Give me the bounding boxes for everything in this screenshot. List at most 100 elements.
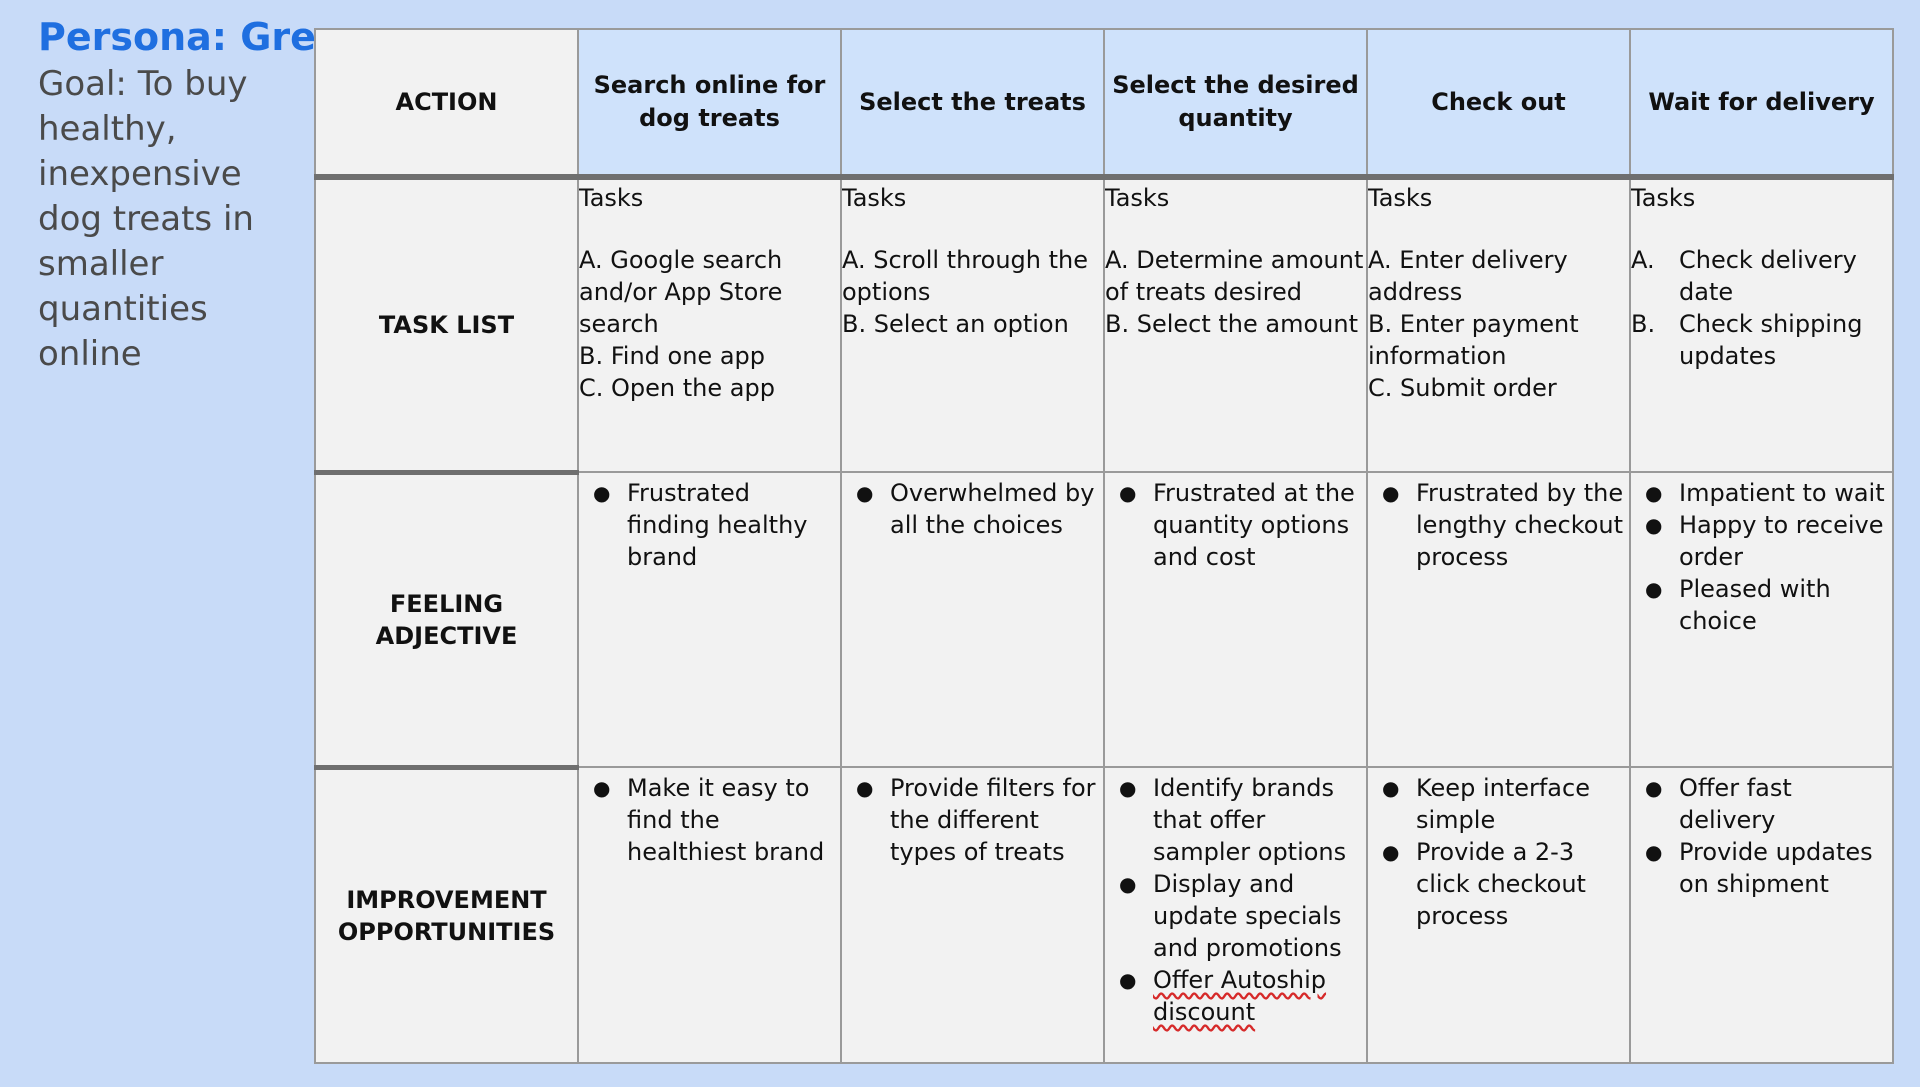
improvement-item: ● Make it easy to find the healthiest bra… bbox=[580, 772, 839, 868]
bullet-icon: ● bbox=[1119, 968, 1137, 992]
stage-header: Wait for delivery bbox=[1629, 28, 1894, 180]
stage-header: Search online for dog treats bbox=[577, 28, 842, 180]
tasks-cell: Tasks A. Google search and/or App Store … bbox=[577, 176, 842, 473]
improvement-text: Keep interface simple bbox=[1416, 774, 1590, 834]
improvement-text: Offer fast delivery bbox=[1679, 774, 1792, 834]
improvement-item: ● Identify brands that offer sampler opti… bbox=[1106, 772, 1365, 868]
bullet-icon: ● bbox=[1645, 481, 1663, 505]
feeling-text: Pleased with choice bbox=[1679, 575, 1831, 635]
bullet-icon: ● bbox=[593, 481, 611, 505]
feeling-cell: ● Frustrated finding healthy brand bbox=[577, 471, 842, 768]
tasks-cell: Tasks A. Determine amount of treats desi… bbox=[1103, 176, 1368, 473]
bullet-icon: ● bbox=[1119, 776, 1137, 800]
tasks-cell: Tasks A. Check delivery date B. Check sh… bbox=[1629, 176, 1894, 473]
task-item: A. Google search and/or App Store search bbox=[579, 246, 783, 338]
task-item: B. Select an option bbox=[842, 310, 1069, 338]
improvement-cell: ● Keep interface simple ● Provide a 2-3 cl… bbox=[1366, 766, 1631, 1064]
improvement-text: Offer Autoship discount bbox=[1153, 966, 1327, 1026]
feeling-text: Impatient to wait bbox=[1679, 479, 1885, 507]
task-list-row: TASK LIST Tasks A. Google search and/or … bbox=[314, 176, 1894, 475]
task-item: A. Enter delivery address bbox=[1368, 246, 1568, 306]
improvement-item: ● Offer fast delivery bbox=[1632, 772, 1891, 836]
bullet-icon: ● bbox=[1645, 776, 1663, 800]
task-item: B. Select the amount bbox=[1105, 310, 1359, 338]
task-list-label: TASK LIST bbox=[314, 176, 579, 475]
improvement-text: Identify brands that offer sampler optio… bbox=[1153, 774, 1347, 866]
tasks-title: Tasks bbox=[842, 184, 907, 212]
bullet-icon: ● bbox=[856, 776, 874, 800]
improvement-text: Make it easy to find the healthiest bran… bbox=[627, 774, 825, 866]
feeling-item: ● Impatient to wait bbox=[1632, 477, 1891, 509]
improvement-text: Provide updates on shipment bbox=[1679, 838, 1873, 898]
tasks-title: Tasks bbox=[1368, 184, 1433, 212]
tasks-title: Tasks bbox=[1631, 184, 1696, 212]
bullet-icon: ● bbox=[1382, 840, 1400, 864]
bullet-icon: ● bbox=[593, 776, 611, 800]
feeling-text: Overwhelmed by all the choices bbox=[890, 479, 1095, 539]
feeling-text: Frustrated by the lengthy checkout proce… bbox=[1416, 479, 1624, 571]
improvement-cell: ● Provide filters for the different types… bbox=[840, 766, 1105, 1064]
improvement-cell: ● Offer fast delivery ● Provide updates on… bbox=[1629, 766, 1894, 1064]
feeling-cell: ● Frustrated by the lengthy checkout proc… bbox=[1366, 471, 1631, 768]
feeling-item: ● Pleased with choice bbox=[1632, 573, 1891, 637]
feeling-item: ● Frustrated at the quantity options and … bbox=[1106, 477, 1365, 573]
feeling-cell: ● Frustrated at the quantity options and … bbox=[1103, 471, 1368, 768]
bullet-icon: ● bbox=[1382, 776, 1400, 800]
bullet-icon: ● bbox=[1382, 481, 1400, 505]
improvement-text: Provide filters for the different types … bbox=[890, 774, 1096, 866]
task-letter: A. bbox=[1631, 246, 1655, 274]
feeling-item: ● Happy to receive order bbox=[1632, 509, 1891, 573]
feeling-text: Happy to receive order bbox=[1679, 511, 1884, 571]
task-item: C. Open the app bbox=[579, 374, 775, 402]
improvement-text: Provide a 2-3 click checkout process bbox=[1416, 838, 1586, 930]
feeling-label: FEELING ADJECTIVE bbox=[314, 471, 579, 770]
improvement-cell: ● Identify brands that offer sampler opti… bbox=[1103, 766, 1368, 1064]
feeling-item: ● Frustrated finding healthy brand bbox=[580, 477, 839, 573]
bullet-icon: ● bbox=[1645, 577, 1663, 601]
feeling-text: Frustrated finding healthy brand bbox=[627, 479, 808, 571]
improvement-item: ● Offer Autoship discount bbox=[1106, 964, 1365, 1028]
action-row: ACTION Search online for dog treats Sele… bbox=[314, 28, 1894, 180]
task-text: Check shipping updates bbox=[1679, 310, 1863, 370]
bullet-icon: ● bbox=[1119, 481, 1137, 505]
improvement-item: ● Provide a 2-3 click checkout process bbox=[1369, 836, 1628, 932]
tasks-cell: Tasks A. Scroll through the options B. S… bbox=[840, 176, 1105, 473]
improvement-item: ● Provide filters for the different types… bbox=[843, 772, 1102, 868]
bullet-icon: ● bbox=[1119, 872, 1137, 896]
feeling-cell: ● Overwhelmed by all the choices bbox=[840, 471, 1105, 768]
persona-goal: Goal: To buy healthy, inexpensive dog tr… bbox=[38, 64, 254, 374]
persona-name: Persona: Greg bbox=[38, 15, 344, 59]
feeling-text: Frustrated at the quantity options and c… bbox=[1153, 479, 1355, 571]
task-item: C. Submit order bbox=[1368, 374, 1557, 402]
task-item: A. Determine amount of treats desired bbox=[1105, 246, 1364, 306]
feeling-item: ● Overwhelmed by all the choices bbox=[843, 477, 1102, 541]
persona-panel: Persona: Greg Goal: To buy healthy, inex… bbox=[38, 14, 344, 377]
task-text: Check delivery date bbox=[1679, 246, 1857, 306]
task-letter: B. bbox=[1631, 310, 1656, 338]
bullet-icon: ● bbox=[856, 481, 874, 505]
feeling-item: ● Frustrated by the lengthy checkout proc… bbox=[1369, 477, 1628, 573]
bullet-icon: ● bbox=[1645, 840, 1663, 864]
tasks-title: Tasks bbox=[579, 184, 644, 212]
action-label: ACTION bbox=[314, 28, 579, 180]
tasks-title: Tasks bbox=[1105, 184, 1170, 212]
improvement-label: IMPROVEMENT OPPORTUNITIES bbox=[314, 766, 579, 1064]
task-item: B. Find one app bbox=[579, 342, 765, 370]
task-item: B. Check shipping updates bbox=[1631, 308, 1891, 372]
journey-map-table: ACTION Search online for dog treats Sele… bbox=[314, 28, 1894, 1064]
improvement-item: ● Provide updates on shipment bbox=[1632, 836, 1891, 900]
stage-header: Select the treats bbox=[840, 28, 1105, 180]
feeling-cell: ● Impatient to wait ● Happy to receive ord… bbox=[1629, 471, 1894, 768]
bullet-icon: ● bbox=[1645, 513, 1663, 537]
task-item: A. Check delivery date bbox=[1631, 244, 1891, 308]
task-item: B. Enter payment information bbox=[1368, 310, 1579, 370]
feeling-row: FEELING ADJECTIVE ● Frustrated finding he… bbox=[314, 471, 1894, 770]
stage-header: Check out bbox=[1366, 28, 1631, 180]
stage-header: Select the desired quantity bbox=[1103, 28, 1368, 180]
improvement-item: ● Keep interface simple bbox=[1369, 772, 1628, 836]
improvement-row: IMPROVEMENT OPPORTUNITIES ● Make it easy … bbox=[314, 766, 1894, 1064]
tasks-cell: Tasks A. Enter delivery address B. Enter… bbox=[1366, 176, 1631, 473]
task-item: A. Scroll through the options bbox=[842, 246, 1088, 306]
improvement-text: Display and update specials and promotio… bbox=[1153, 870, 1342, 962]
improvement-item: ● Display and update specials and promoti… bbox=[1106, 868, 1365, 964]
